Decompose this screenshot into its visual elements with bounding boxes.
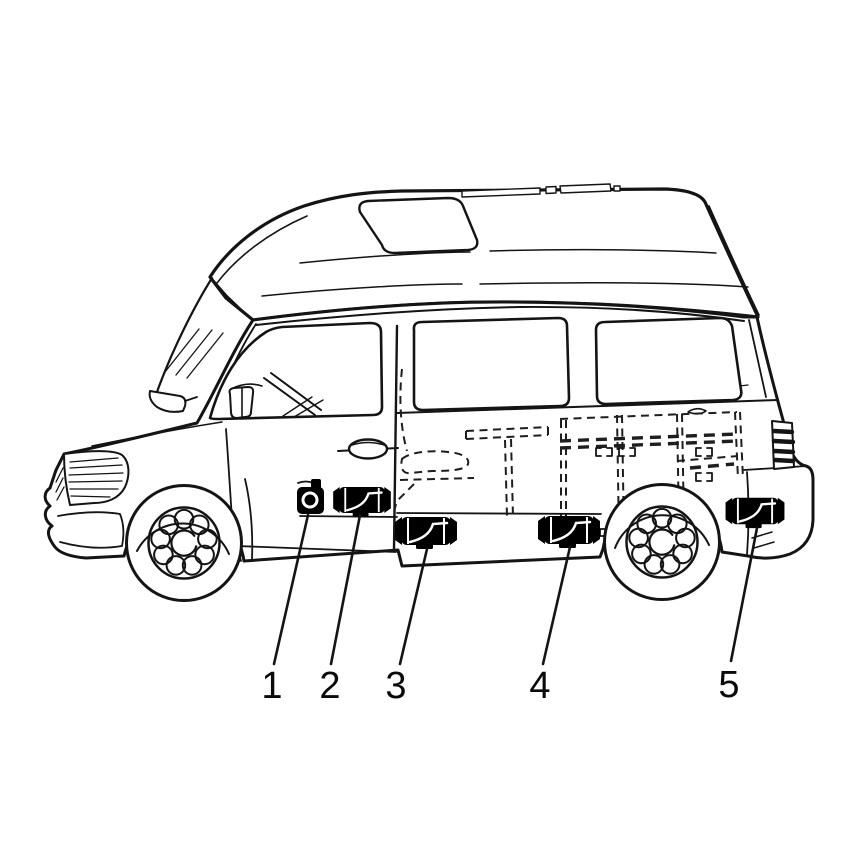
front-arch-inner (136, 522, 230, 555)
front-wheel (125, 484, 243, 602)
hood-crease (91, 421, 223, 447)
side-mirror (148, 390, 187, 413)
beltline (396, 399, 779, 414)
callout-label-3: 3 (385, 665, 406, 707)
seat-dash-lines (230, 383, 263, 418)
heater-unit-marker-4 (536, 514, 602, 550)
cabinet-shelf-dashed (676, 455, 739, 462)
callout-leader-1 (272, 513, 310, 666)
windows (208, 316, 743, 421)
table-top-dashed (465, 426, 549, 440)
seat-leg-dashed (393, 483, 415, 513)
roof-rear-inner-line (708, 205, 760, 316)
front-end-details (55, 450, 130, 549)
steering-column-lines (263, 372, 322, 416)
d-pillar-inner-line (748, 319, 767, 398)
rear-arch-inner (614, 514, 710, 549)
fuel-pump-marker-1 (297, 479, 324, 514)
seat-cushion-dashed (400, 450, 470, 475)
interior-furniture-hidden-lines (393, 368, 744, 538)
door-handle (337, 438, 399, 460)
cabin-detail-lines (282, 396, 324, 418)
heater-unit-marker-2 (332, 485, 392, 518)
callout-leader-2 (329, 513, 362, 666)
mirror-stem (184, 396, 198, 402)
seat-backrest-dashed (399, 368, 408, 452)
cabinet-base-dashed (689, 462, 735, 470)
hightop-roof (208, 183, 760, 322)
side-window-rear (594, 316, 743, 406)
callout-leader-5 (729, 526, 759, 663)
sunroof-hatch (358, 196, 479, 255)
roof-seam-lower (261, 282, 749, 297)
callout-label-2: 2 (319, 665, 340, 707)
callout-label-4: 4 (529, 665, 550, 707)
callout-label-5: 5 (718, 664, 739, 706)
cabinet-legs-dashed (560, 411, 744, 538)
roof-front-sliver (212, 279, 251, 319)
cabinet-top-dashed (559, 411, 738, 420)
heater-unit-marker-3 (393, 515, 459, 551)
seat-rail-dashed (399, 477, 475, 481)
roof-vent-strips (461, 183, 621, 198)
callout-label-1: 1 (261, 665, 282, 707)
components (297, 479, 786, 551)
side-window-front (412, 316, 571, 412)
cabinet-rails-dashed (559, 432, 739, 450)
lower-body-crease (299, 512, 602, 518)
headlight (63, 450, 130, 506)
callout-leader-3 (398, 547, 429, 666)
headlight-hatching (68, 457, 124, 498)
rain-gutter-line (255, 305, 745, 326)
grille-slats (55, 459, 65, 501)
windshield-edge (155, 276, 214, 394)
callout-leader-4 (541, 545, 572, 666)
heater-unit-marker-5 (724, 496, 786, 530)
interior-details (164, 328, 324, 419)
bumper-creases (57, 511, 125, 549)
tail-light (771, 420, 796, 470)
callouts: 1 2 3 4 5 (261, 513, 759, 707)
fender-door-line (244, 478, 254, 560)
windshield-reflection-hatch (164, 328, 224, 379)
roof-front-inner-line (216, 215, 308, 284)
rear-wheel (603, 483, 721, 601)
roof-seam-upper (299, 248, 717, 264)
